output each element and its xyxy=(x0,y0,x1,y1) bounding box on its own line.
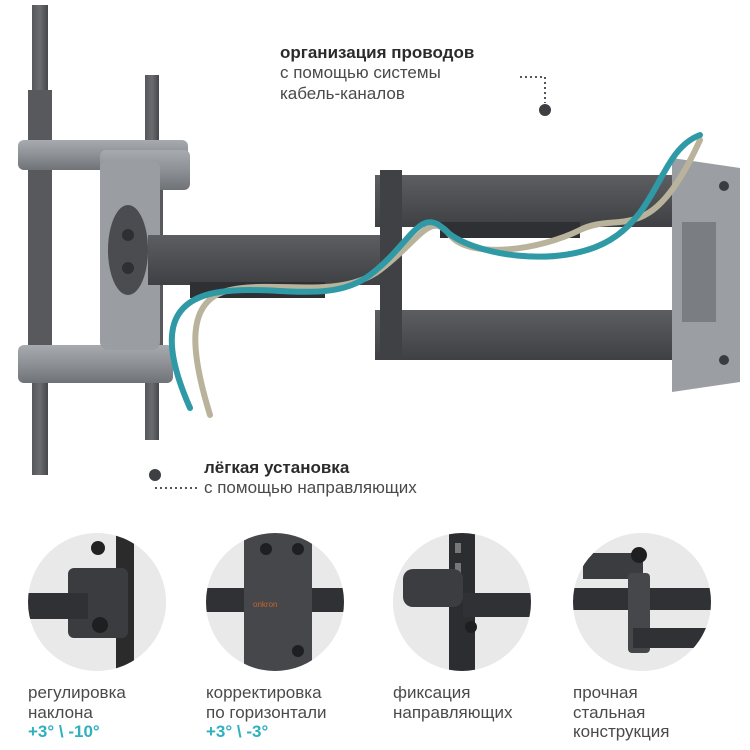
callout-mid-connector xyxy=(149,469,197,489)
callout-top-connector xyxy=(520,76,551,116)
feature-rail-line2: направляющих xyxy=(393,702,513,722)
feature-tilt: регулировка наклона +3° \ -10° xyxy=(28,533,198,742)
feature-rail-image xyxy=(393,533,531,671)
crossbar-bottom xyxy=(18,345,173,383)
feature-tilt-line1: регулировка xyxy=(28,683,126,702)
cables xyxy=(168,132,703,418)
callout-cable-title: организация проводов xyxy=(280,43,475,62)
feature-tilt-range: +3° \ -10° xyxy=(28,722,100,742)
callout-cable-management: организация проводов с помощью системы к… xyxy=(280,43,474,104)
callout-install-line1: с помощью направляющих xyxy=(204,478,417,498)
feature-tilt-line2: наклона xyxy=(28,702,93,722)
callout-install-title: лёгкая установка xyxy=(204,458,350,477)
feature-rail-line1: фиксация xyxy=(393,683,471,702)
feature-horizontal-range: +3° \ -3° xyxy=(206,722,269,742)
feature-horizontal-image: onkron xyxy=(206,533,344,671)
vertical-rail-left xyxy=(28,5,52,475)
callout-cable-line2: кабель-каналов xyxy=(280,83,405,103)
feature-horizontal-line1: корректировка xyxy=(206,683,322,702)
feature-steel-construction: прочная стальная конструкция xyxy=(573,533,743,742)
feature-steel-line1: прочная xyxy=(573,683,638,702)
feature-steel-image xyxy=(573,533,711,671)
feature-tilt-image xyxy=(28,533,166,671)
feature-rail-fixing: фиксация направляющих xyxy=(393,533,563,722)
tv-plate xyxy=(672,158,740,392)
callout-easy-install: лёгкая установка с помощью направляющих xyxy=(204,458,417,499)
brand-mark: onkron xyxy=(253,600,277,609)
feature-horizontal-line2: по горизонтали xyxy=(206,702,327,722)
feature-horizontal-correction: onkron корректировка по горизонтали +3° … xyxy=(206,533,376,742)
feature-steel-line2: стальная xyxy=(573,702,646,722)
callout-cable-line1: с помощью системы xyxy=(280,63,441,83)
feature-steel-line3: конструкция xyxy=(573,722,670,742)
wall-plate xyxy=(100,160,160,350)
